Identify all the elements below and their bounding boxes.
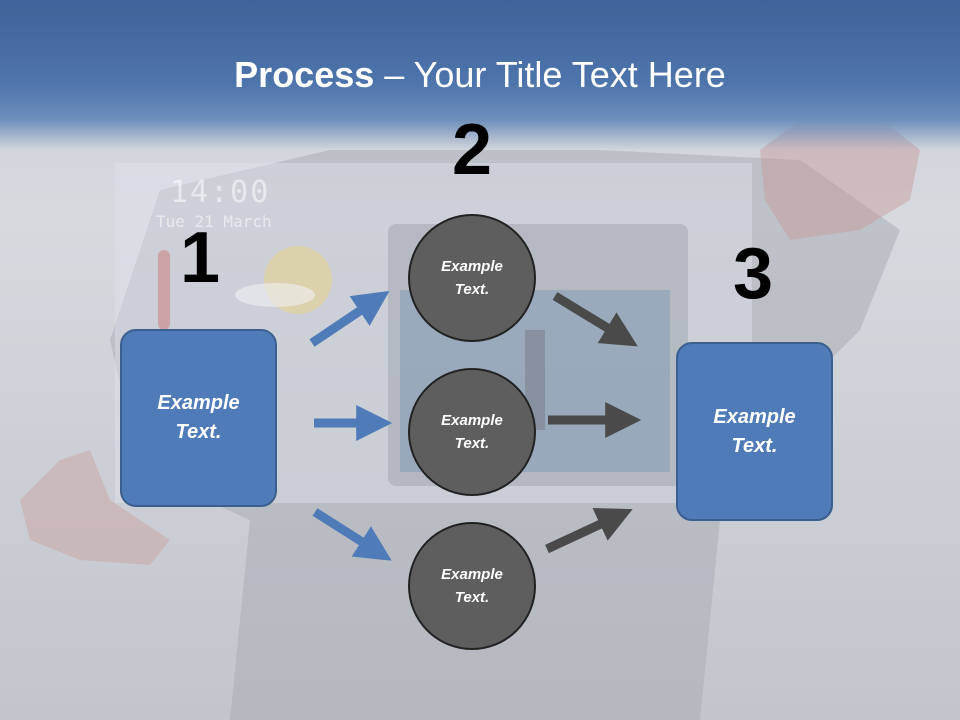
blue-arrow-up (309, 290, 390, 347)
circle-top-line2: Text. (454, 281, 490, 298)
circle-middle-line2: Text. (454, 435, 490, 452)
gray-arrow-up (545, 508, 633, 554)
step-number-2: 2 (451, 110, 493, 190)
circle-middle-line1: Example (441, 412, 503, 429)
gray-arrow-down (552, 292, 638, 347)
title-rest: – Your Title Text Here (374, 54, 726, 95)
circle-bottom-line1: Example (441, 566, 503, 583)
process-box-left: Example Text. (120, 329, 277, 507)
blue-arrow-down (312, 508, 392, 561)
process-box-right: Example Text. (676, 342, 833, 521)
circle-top-line1: Example (441, 258, 503, 275)
box-left-line1: Example (157, 392, 240, 414)
box-left-line2: Text. (175, 421, 222, 443)
circle-bottom-line2: Text. (454, 589, 490, 606)
box-right-line2: Text. (731, 434, 778, 457)
background-clock-time: 14:00 (170, 175, 271, 210)
process-circle-bottom: Example Text. (408, 522, 536, 650)
background-clock-date: Tue 21 March (156, 212, 272, 231)
step-number-3: 3 (732, 234, 774, 314)
process-circle-middle: Example Text. (408, 368, 536, 496)
title-bold: Process (234, 54, 375, 95)
header-bar (0, 0, 960, 150)
page-title: Process – Your Title Text Here (0, 52, 960, 98)
step-number-1: 1 (179, 218, 221, 298)
box-right-line1: Example (713, 405, 796, 428)
process-circle-top: Example Text. (408, 214, 536, 342)
